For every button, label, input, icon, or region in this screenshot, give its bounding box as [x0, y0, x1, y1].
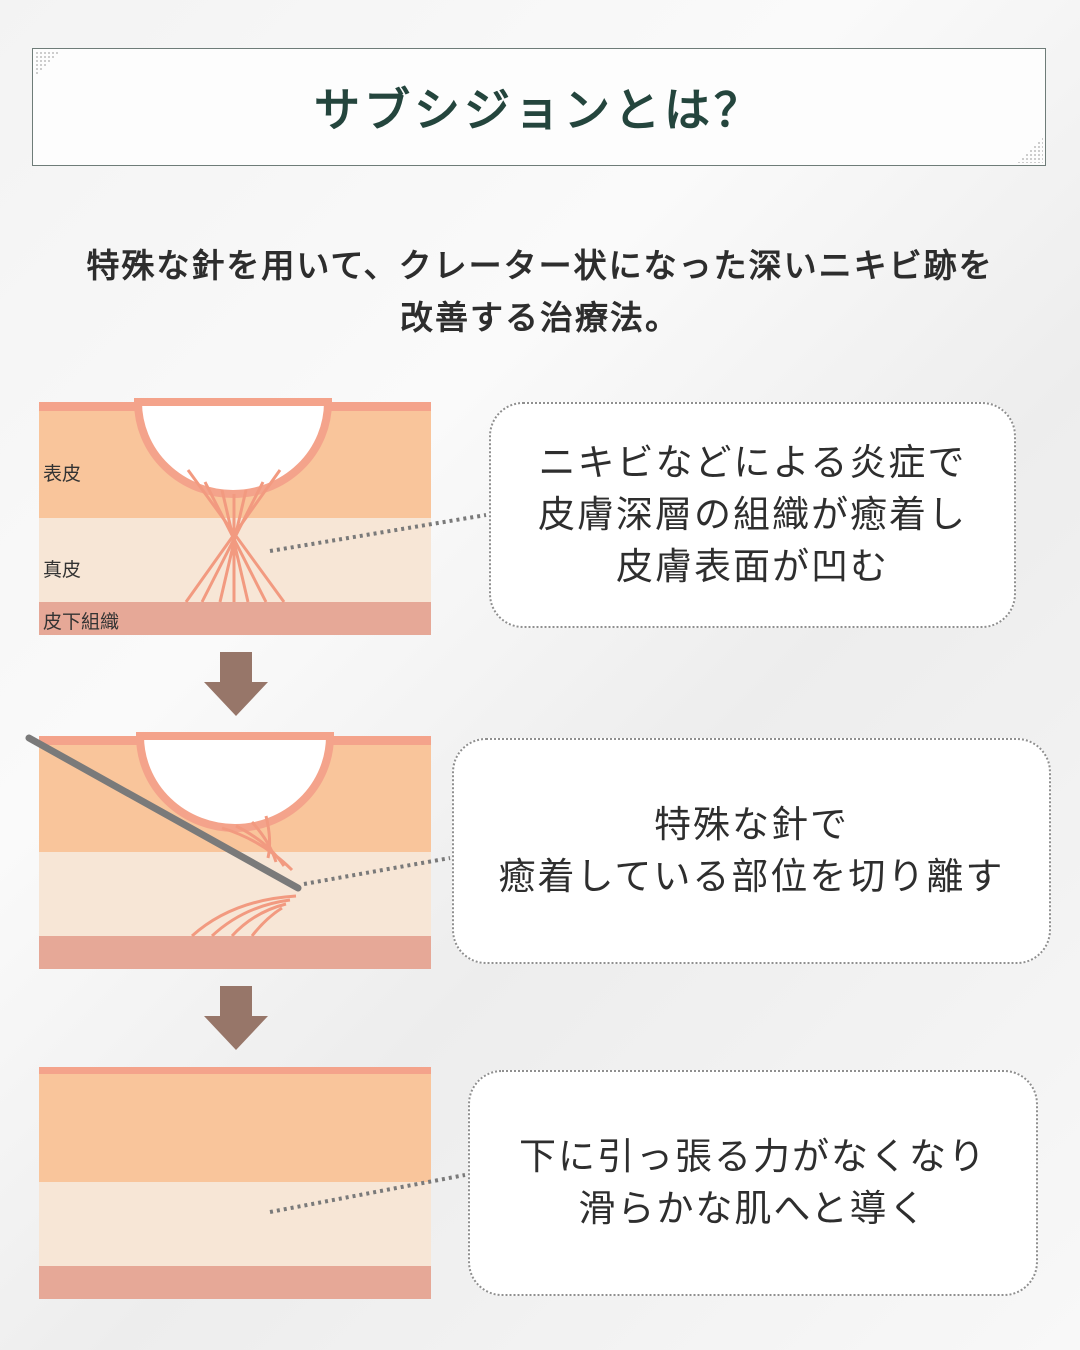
bubble-1-line-2: 皮膚深層の組織が癒着し — [538, 493, 967, 536]
skin-panel-smooth — [39, 1067, 466, 1299]
page-title: サブシジョンとは？ — [314, 83, 764, 137]
bubble-1-line-1: ニキビなどによる炎症で — [538, 441, 967, 484]
subcutaneous-layer — [39, 1266, 431, 1299]
dermis-layer — [39, 852, 431, 936]
pointer-line — [269, 1173, 466, 1214]
intro-text: 特殊な針を用いて、クレーター状になった深いニキビ跡を 改善する治療法。 — [20, 240, 1060, 344]
intro-line-1: 特殊な針を用いて、クレーター状になった深いニキビ跡を — [86, 246, 994, 285]
bubble-2-line-1: 特殊な針で — [654, 803, 849, 846]
title-box: サブシジョンとは？ — [32, 48, 1046, 166]
down-arrow-icon — [204, 652, 268, 716]
bubble-3-line-1: 下に引っ張る力がなくなり — [519, 1135, 987, 1178]
skin-surface-line — [39, 1067, 431, 1074]
explanation-bubble-2: 特殊な針で 癒着している部位を切り離す — [452, 738, 1051, 964]
intro-line-2: 改善する治療法。 — [400, 298, 680, 337]
down-arrow-icon — [204, 986, 268, 1050]
label-epidermis: 表皮 — [43, 463, 82, 485]
explanation-bubble-1: ニキビなどによる炎症で 皮膚深層の組織が癒着し 皮膚表面が凹む — [489, 402, 1016, 628]
needle-icon — [25, 734, 302, 892]
cut-upper-fibers — [221, 815, 294, 872]
bubble-1-line-3: 皮膚表面が凹む — [616, 545, 889, 588]
epidermis-layer — [39, 1067, 431, 1182]
skin-panel-needle — [25, 732, 451, 969]
label-subcutaneous: 皮下組織 — [43, 611, 120, 633]
cut-lower-fibers — [190, 894, 297, 938]
label-dermis: 真皮 — [43, 559, 82, 581]
subcutaneous-layer — [39, 936, 431, 969]
subcutaneous-layer — [39, 602, 431, 635]
adhesion-fibers — [184, 469, 286, 603]
skin-panel-scar — [39, 398, 487, 635]
explanation-bubble-3: 下に引っ張る力がなくなり 滑らかな肌へと導く — [468, 1070, 1038, 1296]
bubble-2-line-2: 癒着している部位を切り離す — [498, 855, 1005, 898]
dermis-layer — [39, 1182, 431, 1266]
bubble-3-line-2: 滑らかな肌へと導く — [578, 1187, 928, 1230]
pointer-line — [269, 513, 487, 553]
